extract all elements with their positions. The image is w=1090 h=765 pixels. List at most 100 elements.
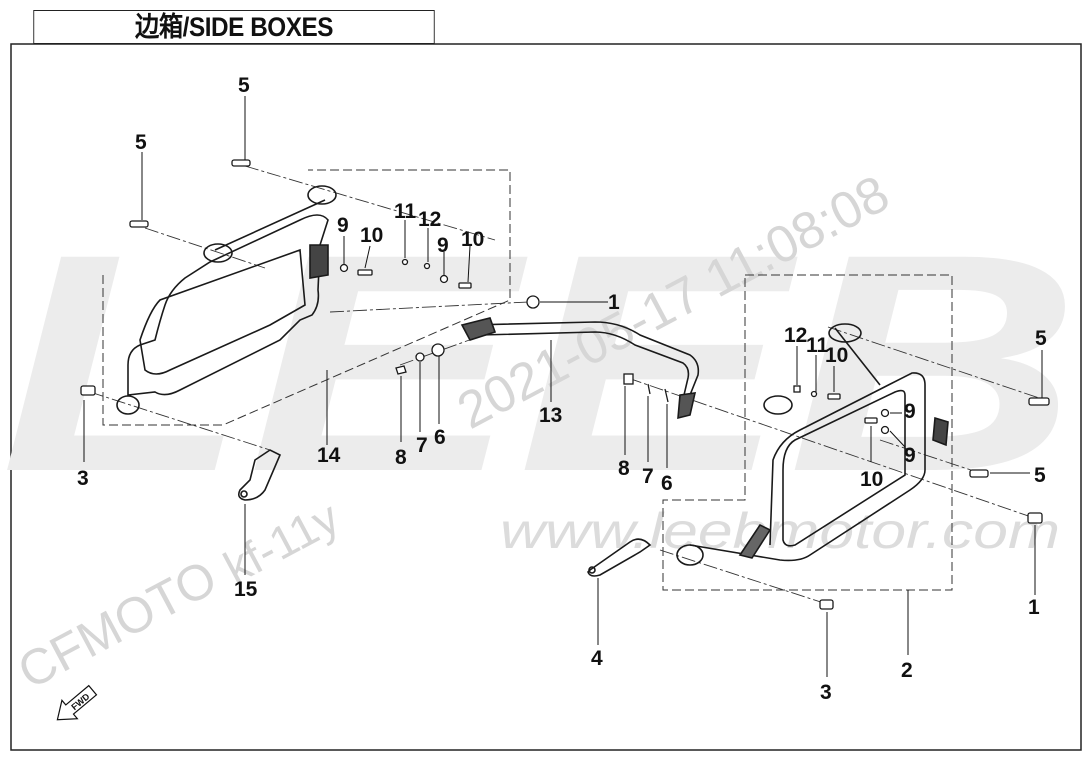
callout-9-b: 9 <box>437 234 449 257</box>
right-bushing-top <box>828 323 862 343</box>
callout-4: 4 <box>591 647 603 670</box>
right-side-frame <box>676 323 949 566</box>
axis-hardware-right <box>627 377 1041 521</box>
axis-bolt5-right <box>827 326 1046 401</box>
left-frame-inner <box>139 248 306 375</box>
right-frame-top-bar <box>834 327 881 386</box>
washer-7-left <box>415 352 425 362</box>
left-frame-tab <box>309 244 329 279</box>
axis-bolt3-left <box>89 391 271 451</box>
bolt-3-right <box>819 599 834 610</box>
right-frame-outer <box>689 372 926 562</box>
nut-8-left <box>395 365 407 375</box>
washer-7-right <box>647 383 651 395</box>
bracket-15 <box>238 449 282 501</box>
drawing-frame <box>10 43 1082 751</box>
bracket-4-hole <box>588 566 596 574</box>
callout-6-b: 6 <box>661 472 673 495</box>
assembly-axes <box>89 165 1046 606</box>
left-bushing-bottom <box>116 395 140 415</box>
callout-1-a: 1 <box>608 291 620 314</box>
rear-rack-end <box>677 392 697 420</box>
right-box-outline <box>662 274 953 591</box>
bolt-5-a <box>231 159 251 167</box>
callout-9-d: 9 <box>904 444 916 467</box>
group-boundaries <box>102 169 953 591</box>
axis-bolt5-top <box>244 165 496 241</box>
callout-1-b: 1 <box>1028 596 1040 619</box>
left-bushing-top <box>307 185 337 205</box>
callout-11-b: 11 <box>806 334 829 357</box>
washer-9-right-a <box>880 408 890 418</box>
bracket-15-hole <box>240 490 248 498</box>
rear-rack-tube-inner <box>479 331 690 396</box>
callout-2: 2 <box>901 659 913 682</box>
callout-3-b: 3 <box>820 681 832 704</box>
callout-14: 14 <box>317 444 341 467</box>
watermark-brand-cfmoto: CFMOTO <box>9 549 226 700</box>
callout-12-b: 12 <box>784 324 807 347</box>
callout-7-b: 7 <box>642 465 654 488</box>
callout-8-a: 8 <box>395 446 407 469</box>
rear-rack <box>460 317 700 420</box>
rear-rack-tube <box>469 321 700 396</box>
washer-6-right <box>664 388 669 403</box>
callouts: 5 5 9 10 11 12 9 10 1 3 14 8 7 6 1 3 15 8… <box>77 74 1047 704</box>
bolt-5-right-b <box>969 469 989 478</box>
page-title: 边箱/SIDE BOXES <box>33 10 435 44</box>
right-frame-tab <box>932 416 949 447</box>
left-side-frame <box>116 185 337 415</box>
axis-bolt3-right <box>659 549 831 606</box>
bolt-10-a <box>357 269 373 276</box>
left-bushing-mid <box>203 243 233 263</box>
fwd-arrow: FWD <box>56 684 98 721</box>
spacer-8-right <box>623 373 634 385</box>
nut-1-left <box>526 295 540 309</box>
callout-11-a: 11 <box>394 200 417 223</box>
rear-rack-bracket <box>460 317 497 341</box>
callout-10-d: 10 <box>860 468 883 491</box>
callout-5-d: 5 <box>1034 464 1046 487</box>
washer-9-a <box>339 263 349 273</box>
bolt-10-right-a <box>827 393 841 400</box>
bolt-5-b <box>129 220 149 228</box>
callout-10-c: 10 <box>825 344 848 367</box>
bolt-3-left <box>80 385 96 396</box>
leader-lines <box>83 96 1043 677</box>
bolt-10-right-b <box>864 417 878 424</box>
brackets <box>238 449 652 577</box>
part-11 <box>401 258 409 266</box>
part-11-right <box>810 390 818 398</box>
callout-10-b: 10 <box>461 228 484 251</box>
callout-15: 15 <box>234 578 258 601</box>
callout-12-a: 12 <box>418 208 441 231</box>
washer-9-b <box>439 274 449 284</box>
right-frame-inner <box>782 389 906 547</box>
right-frame-gusset <box>738 523 772 559</box>
axis-bolt5-left <box>144 227 266 269</box>
fwd-arrow-shape <box>56 684 98 721</box>
right-bushing-bottom <box>676 544 704 566</box>
watermark-site: www.leebmotor.com <box>500 503 1060 559</box>
bolt-1-right <box>1027 512 1043 524</box>
callout-5-b: 5 <box>135 131 147 154</box>
bolt-5-right-a <box>1028 397 1050 406</box>
axis-nut1 <box>329 301 529 313</box>
axis-hardware-left <box>399 337 476 366</box>
left-frame-outer <box>127 214 329 396</box>
right-bushing-mid <box>763 395 793 415</box>
callout-8-b: 8 <box>618 457 630 480</box>
part-12-right <box>793 385 801 393</box>
callout-3-a: 3 <box>77 467 89 490</box>
washer-6-left <box>431 343 445 357</box>
left-box-outline <box>102 169 511 426</box>
washer-9-right-b <box>880 425 890 435</box>
axis-bolt5-right-low <box>879 439 981 474</box>
bolt-10-b <box>458 282 472 289</box>
callout-7-a: 7 <box>416 434 428 457</box>
callout-10-a: 10 <box>360 224 383 247</box>
callout-6-a: 6 <box>434 426 446 449</box>
callout-5-c: 5 <box>1035 327 1047 350</box>
